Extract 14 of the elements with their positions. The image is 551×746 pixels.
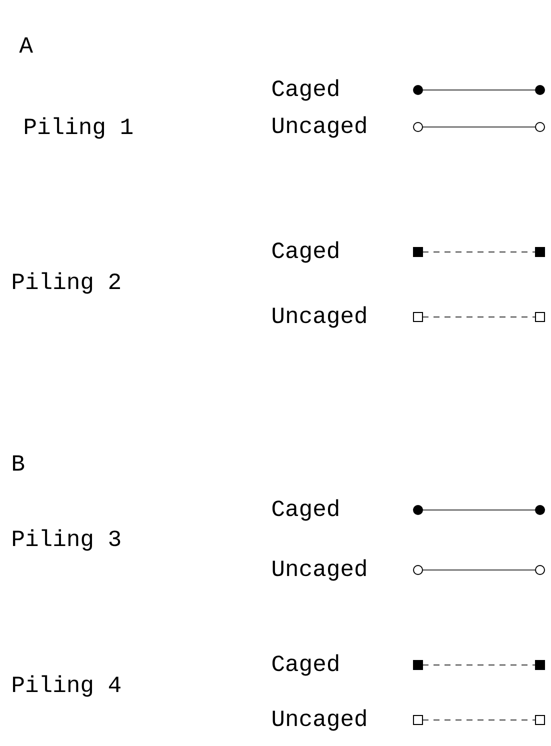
legend-label: Uncaged (272, 116, 366, 138)
panel-letter: A (19, 37, 33, 53)
legend-label: Uncaged (272, 709, 366, 731)
legend-label: Caged (272, 79, 338, 101)
legend-label: Caged (272, 241, 338, 263)
legend-label: Caged (272, 654, 338, 676)
panel-letter: B (13, 455, 24, 471)
group-label: Piling 2 (13, 272, 120, 294)
group-label: Piling 3 (13, 529, 120, 551)
group-label: Piling 1 (25, 117, 132, 139)
legend-label: Caged (272, 499, 338, 521)
legend-label: Uncaged (272, 306, 366, 328)
legend-label: Uncaged (272, 559, 366, 581)
group-label: Piling 4 (13, 675, 120, 697)
